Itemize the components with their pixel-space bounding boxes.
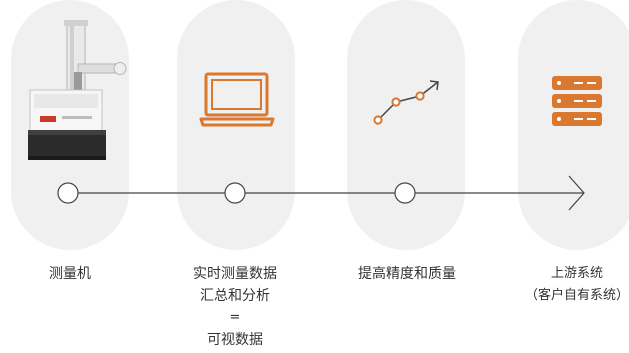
caption-quality: 提高精度和质量 xyxy=(327,263,487,285)
flow-arrowhead xyxy=(568,175,585,211)
flow-node-3 xyxy=(394,182,416,204)
caption-line: 实时测量数据 xyxy=(193,266,277,282)
caption-line: 可视数据 xyxy=(207,332,263,348)
measuring-machine-photo xyxy=(28,20,127,160)
equals-sign: = xyxy=(229,310,241,325)
caption-line: 汇总和分析 xyxy=(200,288,270,304)
caption-line: 提高精度和质量 xyxy=(358,266,456,282)
caption-measuring-machine: 测量机 xyxy=(0,263,150,285)
stage-pill-quality xyxy=(347,0,465,250)
caption-upstream-system: 上游系统 （客户自有系统） xyxy=(497,263,629,307)
server-icon xyxy=(552,76,602,126)
caption-line: （客户自有系统） xyxy=(524,288,629,303)
trend-up-icon xyxy=(373,80,439,125)
laptop-icon xyxy=(199,72,275,127)
caption-line: 测量机 xyxy=(49,266,91,282)
flow-node-1 xyxy=(57,182,79,204)
caption-line: 上游系统 xyxy=(550,266,603,281)
caption-data-analysis: 实时测量数据 汇总和分析 = 可视数据 xyxy=(155,263,315,351)
flow-node-2 xyxy=(224,182,246,204)
